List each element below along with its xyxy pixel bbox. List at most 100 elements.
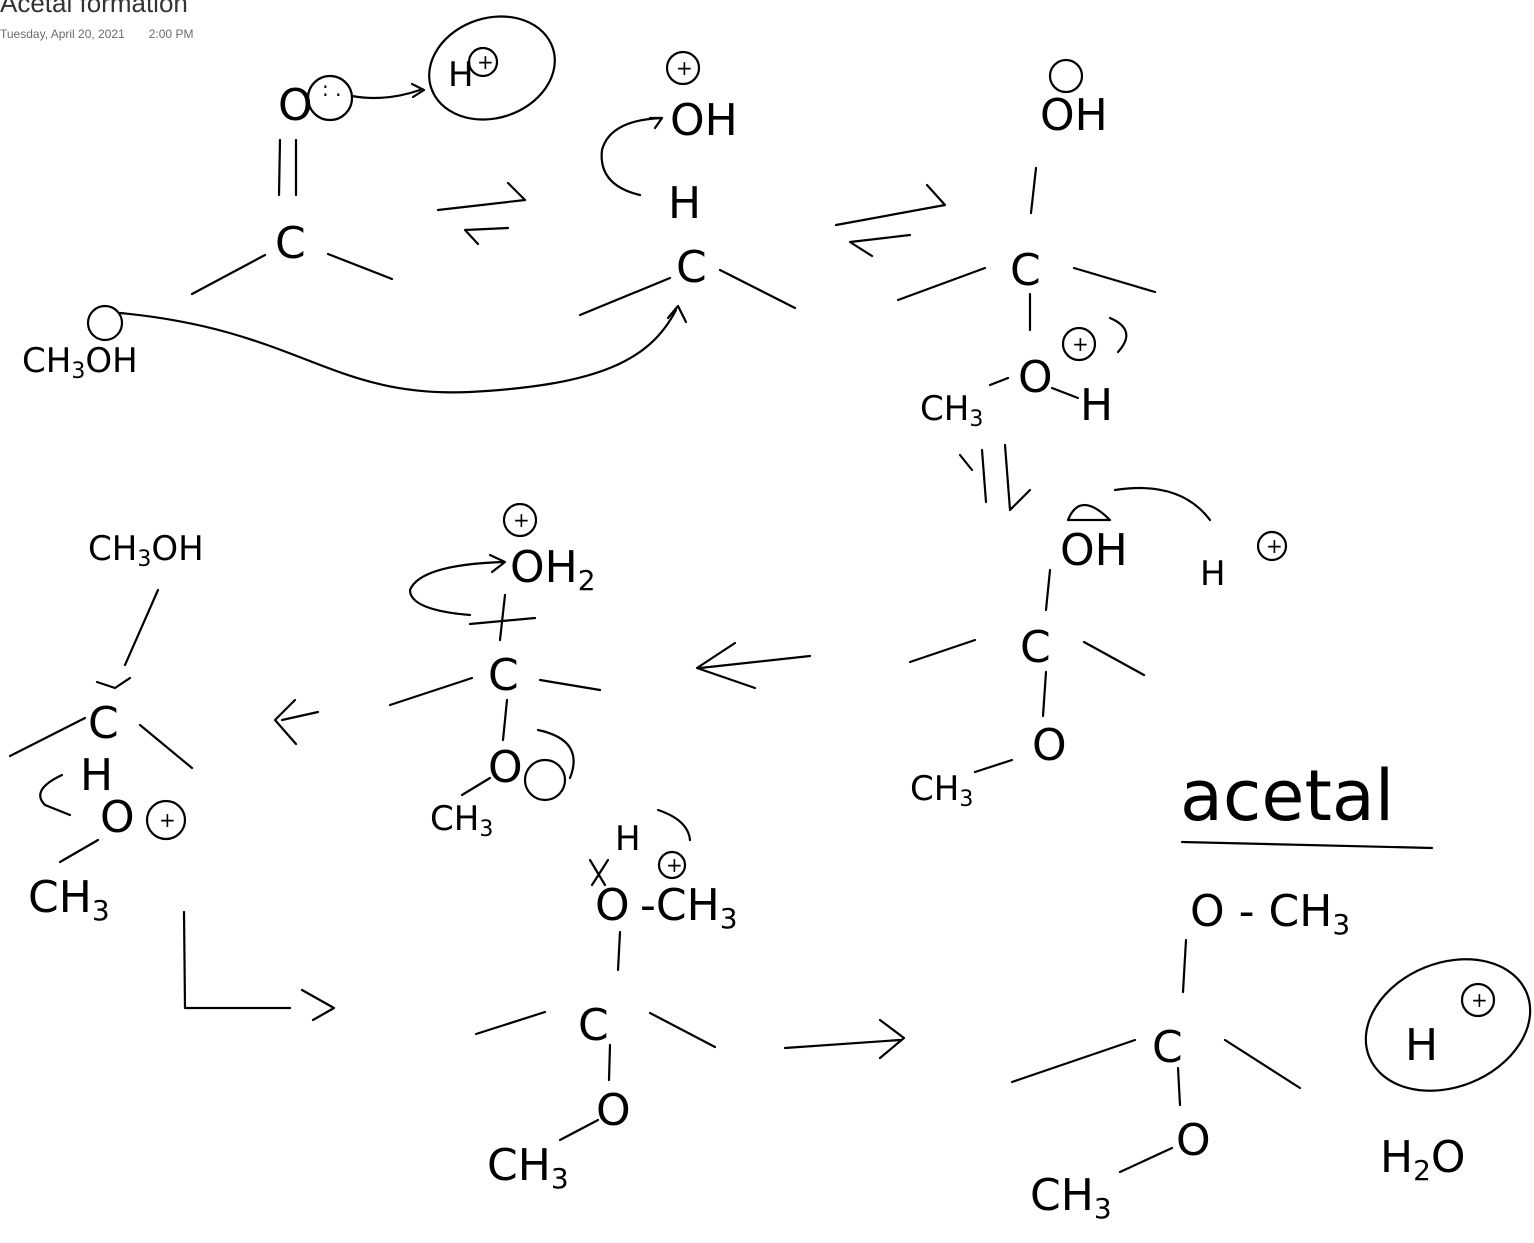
step3-ch3-bond — [988, 376, 1010, 387]
eq1-reverse — [463, 226, 510, 246]
step6-h: H — [80, 750, 113, 801]
step7-och3: -CH3 — [640, 880, 738, 935]
step7-bond-top — [616, 930, 622, 972]
step5-oxonium: + OH2 C O CH3 — [388, 502, 602, 842]
step3-protonated-hemiacetal: OH C + CH3 O H — [896, 58, 1157, 432]
plus-charge: + — [477, 50, 494, 74]
step2-bond-left — [578, 276, 672, 317]
step3-bond-left — [896, 266, 987, 302]
step6-ch3: CH3 — [28, 872, 110, 927]
regenerated-h-plus-circle — [1364, 958, 1532, 1092]
step7-bond-down — [607, 1043, 612, 1082]
step2-h: H — [668, 178, 701, 229]
step2-plus: + — [676, 56, 693, 80]
step7-ch3-bond — [558, 1118, 600, 1142]
step4-bond-top — [1044, 568, 1052, 612]
step7-h: H — [615, 819, 641, 859]
regenerated-plus-circle — [1460, 982, 1496, 1018]
lone-pair-circle — [306, 74, 354, 122]
step6-oxocarbenium: CH3OH C H O + CH3 — [8, 529, 204, 927]
step3-h-bond — [1050, 386, 1080, 400]
page-date: Tuesday, April 20, 2021 — [0, 27, 125, 41]
step5-bond-left — [388, 676, 474, 707]
step3-bond-top — [1029, 166, 1038, 215]
step4-arrow — [1113, 486, 1212, 522]
acetal-label: acetal — [1180, 755, 1394, 837]
regenerated-plus: + — [1471, 988, 1488, 1012]
arrow-left-2-head — [273, 698, 298, 746]
step5-leaving-arrow — [408, 560, 504, 617]
arrow-right-head — [878, 1018, 906, 1060]
step3-h: H — [1080, 380, 1113, 431]
step6-resonance-arrow — [39, 773, 72, 817]
step4-oh: OH — [1060, 525, 1128, 576]
step7-cross-mark — [588, 858, 610, 887]
sub: 3 — [959, 787, 973, 812]
arrow-right-line — [783, 1038, 902, 1050]
sub: 3 — [137, 547, 151, 572]
reaction-arrow-left-2 — [273, 698, 320, 746]
step5-bond-down — [501, 698, 509, 742]
step6-bond-left — [8, 716, 87, 758]
bond-left — [190, 253, 267, 296]
step2-carbon: C — [676, 242, 707, 293]
step7-protonated-acetal: H + O -CH3 C O CH3 — [474, 808, 738, 1195]
step3-bond-right — [1072, 266, 1157, 294]
plus-charge-circle — [467, 46, 499, 78]
step7-deprotonation-arrow — [656, 808, 692, 842]
step6-attack-line — [123, 588, 160, 667]
h-plus-circle — [428, 15, 556, 121]
electron-arrow — [350, 88, 422, 100]
bond-right — [326, 252, 394, 281]
acetal-bond-left — [1010, 1038, 1137, 1084]
reaction-arrow-right — [783, 1018, 906, 1060]
step8-acetal: acetal O - CH3 C O CH3 H + H2O — [1010, 755, 1532, 1225]
step2-oxocarbenium: + OH H C — [578, 50, 797, 317]
step5-carbon: C — [488, 650, 519, 701]
step6-ch3-bond — [58, 838, 100, 864]
acetal-bond-top — [1181, 938, 1188, 994]
step5-plus: + — [513, 508, 530, 532]
eq2-forward — [834, 183, 947, 227]
step4-bond-right — [1082, 640, 1146, 677]
step5-bond-top — [498, 593, 507, 642]
step6-methanol: CH3OH — [88, 529, 204, 572]
step5-lone-pair — [523, 758, 567, 802]
step7-oxygen-2: O — [596, 1085, 631, 1136]
step7-bond-left — [474, 1010, 547, 1036]
sub2: 2 — [1413, 1154, 1431, 1187]
eq2-reverse — [848, 233, 912, 258]
eq1-forward — [436, 181, 527, 212]
step3-ch3: CH3 — [920, 389, 983, 432]
step5-oh2: OH2 — [510, 542, 596, 597]
step5-oh: OH — [510, 542, 578, 593]
arrow-left-1-head — [695, 641, 757, 690]
step2-plus-circle — [665, 50, 701, 86]
step6-bond-right — [138, 723, 194, 770]
page-title: Acetal formation — [0, 0, 188, 18]
step4-ch3: CH3 — [910, 769, 973, 812]
sub2: 2 — [578, 564, 596, 597]
regenerated-h-plus: H — [1405, 1020, 1438, 1071]
step7-bond-right — [648, 1011, 717, 1049]
equilibrium-arrows-1 — [436, 181, 527, 246]
step6-oh: OH — [151, 529, 203, 569]
elbow-head — [300, 988, 336, 1022]
step3-lone-pair — [1048, 58, 1084, 94]
carbonyl-oxygen: O — [278, 80, 313, 131]
reaction-arrow-elbow — [182, 910, 336, 1022]
sub: 3 — [969, 407, 983, 432]
step6-carbon: C — [88, 698, 119, 749]
step7-plus: + — [666, 853, 683, 877]
step2-bond-right — [718, 268, 797, 310]
page-time: 2:00 PM — [148, 27, 194, 41]
step3-plus-circle — [1061, 326, 1097, 362]
step4-ch3-bond — [973, 758, 1014, 774]
elbow-line — [182, 910, 292, 1010]
step7-plus-circle — [657, 850, 687, 880]
step2-arrowhead — [648, 116, 664, 130]
step4-h-plus: H — [1200, 554, 1226, 594]
water-o: O — [1431, 1132, 1466, 1183]
equilibrium-arrows-2 — [834, 183, 947, 258]
